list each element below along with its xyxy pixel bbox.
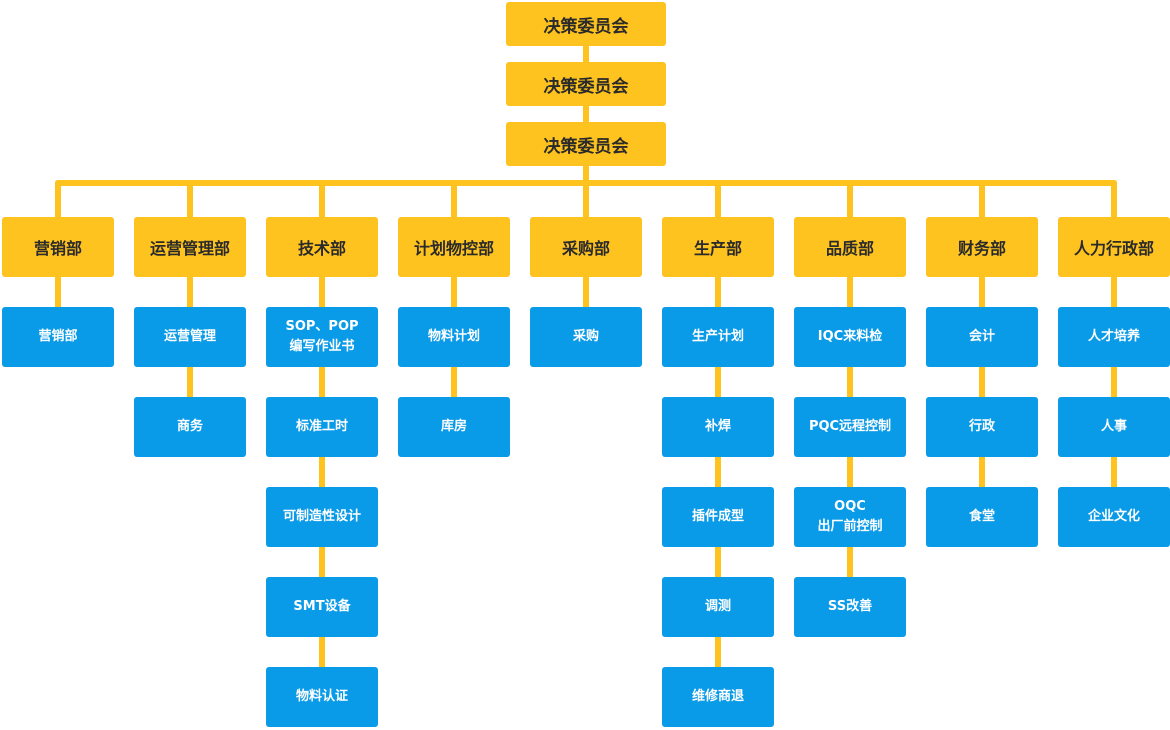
dept-planning: 计划物控部 (398, 217, 510, 277)
sub-hr-admin-2: 企业文化 (1058, 487, 1170, 547)
dept-finance: 财务部 (926, 217, 1038, 277)
sub-quality-2: OQC 出厂前控制 (794, 487, 906, 547)
sub-operations-1: 商务 (134, 397, 246, 457)
sub-production-0: 生产计划 (662, 307, 774, 367)
dept-purchasing: 采购部 (530, 217, 642, 277)
dept-hr-admin: 人力行政部 (1058, 217, 1170, 277)
sub-technology-0: SOP、POP 编写作业书 (266, 307, 378, 367)
sub-quality-3: SS改善 (794, 577, 906, 637)
top-box-3: 决策委员会 (506, 122, 666, 166)
sub-production-2: 插件成型 (662, 487, 774, 547)
sub-production-4: 维修商退 (662, 667, 774, 727)
sub-quality-1: PQC远程控制 (794, 397, 906, 457)
sub-technology-4: 物料认证 (266, 667, 378, 727)
sub-finance-2: 食堂 (926, 487, 1038, 547)
sub-planning-1: 库房 (398, 397, 510, 457)
sub-technology-3: SMT设备 (266, 577, 378, 637)
dept-technology: 技术部 (266, 217, 378, 277)
sub-finance-0: 会计 (926, 307, 1038, 367)
top-box-2: 决策委员会 (506, 62, 666, 106)
sub-purchasing-0: 采购 (530, 307, 642, 367)
dept-operations: 运营管理部 (134, 217, 246, 277)
top-box-1: 决策委员会 (506, 2, 666, 46)
sub-operations-0: 运营管理 (134, 307, 246, 367)
sub-finance-1: 行政 (926, 397, 1038, 457)
sub-production-1: 补焊 (662, 397, 774, 457)
sub-quality-0: IQC来料检 (794, 307, 906, 367)
sub-planning-0: 物料计划 (398, 307, 510, 367)
sub-hr-admin-1: 人事 (1058, 397, 1170, 457)
sub-technology-1: 标准工时 (266, 397, 378, 457)
dept-production: 生产部 (662, 217, 774, 277)
sub-technology-2: 可制造性设计 (266, 487, 378, 547)
sub-hr-admin-0: 人才培养 (1058, 307, 1170, 367)
sub-production-3: 调测 (662, 577, 774, 637)
sub-marketing-0: 营销部 (2, 307, 114, 367)
dept-marketing: 营销部 (2, 217, 114, 277)
dept-quality: 品质部 (794, 217, 906, 277)
